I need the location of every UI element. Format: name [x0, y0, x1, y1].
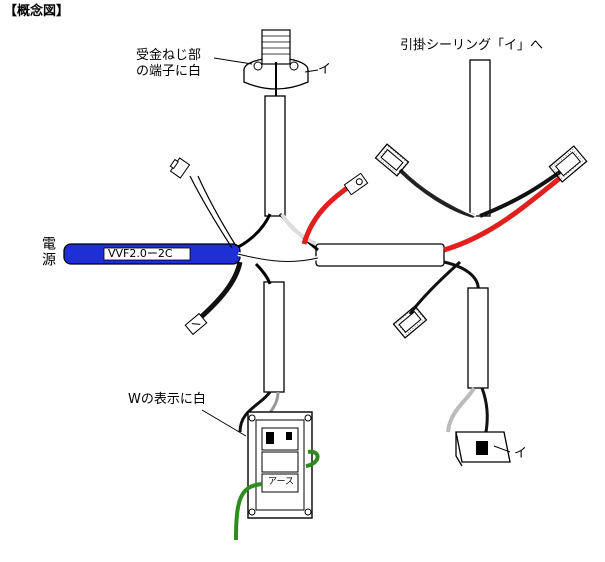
wire-connector-icon [392, 305, 428, 339]
lamp-terminal-label-line2: の端子に白 [136, 64, 202, 79]
lamp-receptacle-icon [243, 29, 309, 100]
wire-connector-icon [343, 172, 369, 196]
wire-green [234, 482, 263, 541]
outlet-icon [247, 411, 313, 519]
switch-plate-text: アース [268, 477, 295, 487]
wire-connector-icon [169, 157, 191, 179]
leader-line [213, 57, 253, 65]
lamp-terminal-label-line1: 受金ねじ部 [136, 48, 202, 63]
w-terminal-label: Wの表示に白 [128, 392, 206, 407]
switch-icon [455, 431, 511, 467]
wire-black [479, 170, 562, 218]
wire-red [301, 183, 352, 245]
wire-white [280, 213, 317, 246]
rosette-cable [469, 59, 491, 217]
wire-black [398, 168, 475, 218]
wire-black [480, 387, 489, 433]
wire-black [231, 213, 272, 252]
wire-connector-icon [548, 145, 588, 183]
wire-white [446, 386, 476, 433]
diagram-title: 【概念図】 [4, 4, 70, 19]
lamp-tag: イ [318, 62, 332, 77]
switch-cable [467, 287, 489, 389]
switch-tag: イ [514, 446, 528, 461]
wire-black [408, 260, 462, 315]
ceiling-rosette-label: 引掛シーリング「イ」へ [400, 38, 544, 53]
leader-line [201, 409, 247, 437]
wire-black [198, 261, 243, 320]
junction-sheath [315, 243, 445, 267]
wire-connector-icon [184, 312, 208, 336]
lamp-cable [264, 95, 286, 217]
wire-green [305, 449, 320, 468]
outlet-cable [263, 281, 285, 393]
power-source-label: 電源 [40, 236, 56, 268]
cable-type-label-box [103, 247, 191, 261]
cable-type-label: VVF2.0ー2C [108, 247, 173, 260]
wire-black [238, 391, 272, 433]
wire-red [443, 176, 562, 253]
wire-connector-icon [374, 143, 410, 177]
